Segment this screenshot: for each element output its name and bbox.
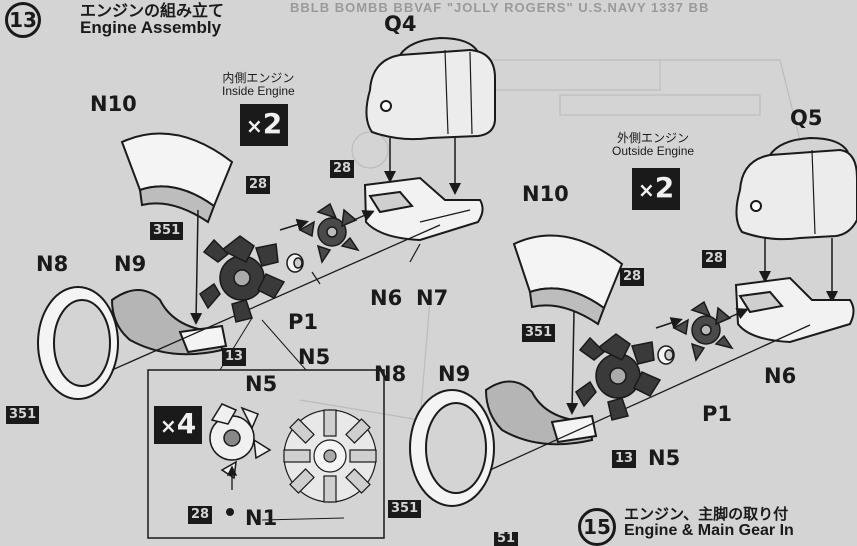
- step-title-en: Engine Assembly: [80, 18, 222, 37]
- step-15-title-jp: エンジン、主脚の取り付: [624, 506, 789, 523]
- multiplier-x-icon: ×: [638, 178, 655, 202]
- part-label-n5: N5: [298, 345, 331, 369]
- multiplier-x-icon: ×: [246, 114, 263, 138]
- bleed-through-header: BBLB BOMBB BBVAF "JOLLY ROGERS" U.S.NAVY…: [290, 0, 710, 15]
- paint-badge-28-b: 28: [246, 176, 271, 194]
- step-title-jp: エンジンの組み立て: [80, 3, 225, 20]
- subassembly-multiplier-badge: ×4: [154, 406, 203, 444]
- subassembly-label-n5: N5: [245, 372, 278, 396]
- paint-badge-13: 13: [222, 348, 247, 366]
- outside-part-label-n9: N9: [438, 362, 471, 386]
- step-15-number-badge: 15: [578, 508, 616, 546]
- n8-outside-shape: [409, 389, 495, 507]
- step-15-title-en: Engine & Main Gear In: [624, 522, 794, 539]
- outside-part-label-n6: N6: [764, 364, 797, 388]
- part-label-n6: N6: [370, 286, 403, 310]
- outside-part-label-n10: N10: [522, 182, 569, 206]
- inside-multiplier-badge: ×2: [240, 104, 289, 146]
- part-label-n9: N9: [114, 252, 147, 276]
- n9-outside-shape: [484, 380, 598, 446]
- outside-part-label-n5: N5: [648, 446, 681, 470]
- n5-small-part: [209, 403, 272, 480]
- paint-badge-351-bottom: 351: [6, 406, 40, 424]
- n1-radial-engine: [283, 409, 377, 503]
- paint-badge-351-top: 351: [150, 222, 184, 240]
- outside-multiplier-badge: ×2: [632, 168, 681, 210]
- subassembly-label-n1: N1: [245, 506, 278, 530]
- radial-engine-dark-outside: [575, 333, 662, 421]
- outside-mount-shape: [734, 276, 855, 344]
- outside-badge-28-b: 28: [620, 268, 645, 286]
- n10-outside-shape: [512, 234, 624, 326]
- n7-part-shape: [363, 176, 484, 242]
- n6-part-shape: [298, 202, 360, 264]
- q4-part-shape: [365, 36, 496, 141]
- inside-engine-caption: 内側エンジン Inside Engine: [222, 72, 295, 98]
- outside-badge-351-bottom: 351: [388, 500, 422, 518]
- n8-part-shape: [37, 286, 119, 400]
- footer-paint-badge: 51: [494, 532, 519, 546]
- outside-badge-28-a: 28: [702, 250, 727, 268]
- part-label-q4: Q4: [384, 12, 417, 36]
- inside-engine-label-jp: 内側エンジン: [222, 71, 295, 85]
- q5-part-shape: [735, 136, 857, 241]
- outside-engine-caption: 外側エンジン Outside Engine: [612, 132, 694, 158]
- outside-multiplier-value: 2: [654, 171, 675, 204]
- subassembly-multiplier-value: 4: [176, 407, 197, 440]
- n6-outside-shape: [672, 300, 734, 362]
- radial-engine-dark: [199, 235, 286, 323]
- part-label-n10: N10: [90, 92, 137, 116]
- part-label-n8: N8: [36, 252, 69, 276]
- p1-part-shape: [286, 253, 304, 273]
- outside-badge-13: 13: [612, 450, 637, 468]
- outside-engine-label-en: Outside Engine: [612, 144, 695, 158]
- outside-part-label-n8: N8: [374, 362, 407, 386]
- multiplier-x-icon: ×: [160, 414, 177, 438]
- step-number-badge: 13: [5, 2, 41, 38]
- inside-multiplier-value: 2: [262, 107, 283, 140]
- p1-outside-shape: [657, 345, 675, 365]
- n10-part-shape: [120, 132, 234, 224]
- n9-part-shape: [110, 289, 228, 356]
- paint-badge-28-a: 28: [330, 160, 355, 178]
- outside-part-label-p1: P1: [702, 402, 733, 426]
- part-label-n7: N7: [416, 286, 449, 310]
- subassembly-badge-28: 28: [188, 506, 213, 524]
- n1-small-pin: [226, 508, 234, 516]
- outside-engine-label-jp: 外側エンジン: [617, 131, 690, 145]
- outside-badge-351-mid: 351: [522, 324, 556, 342]
- part-label-p1: P1: [288, 310, 319, 334]
- subassembly-frame: [147, 369, 385, 539]
- outside-part-label-q5: Q5: [790, 106, 823, 130]
- inside-engine-label-en: Inside Engine: [222, 84, 295, 98]
